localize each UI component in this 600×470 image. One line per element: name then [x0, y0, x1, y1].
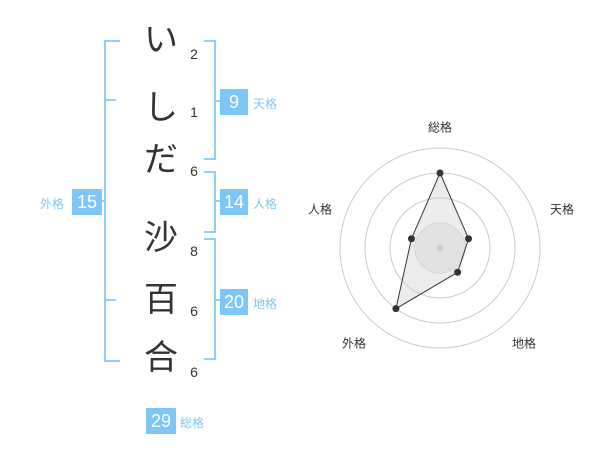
surname-char-3: だ — [144, 140, 178, 180]
given-char-3: 合 — [144, 338, 178, 378]
surname-char-1: い — [144, 20, 178, 60]
given-char-1: 沙 — [144, 218, 178, 258]
gaikaku-bracket-connector — [98, 200, 106, 202]
tenkaku-label: 天格 — [253, 97, 278, 111]
gaikaku-bracket-tick-bottom — [104, 299, 116, 301]
given-char-2: 百 — [144, 280, 178, 320]
radar-point-3 — [454, 268, 462, 276]
chikaku-badge: 20 — [220, 289, 248, 315]
radar-ring-4 — [339, 147, 541, 349]
gaikaku-badge: 15 — [72, 189, 102, 215]
jinkaku-badge: 14 — [220, 189, 248, 215]
radar-center-dot — [436, 244, 444, 252]
chikaku-bracket-connector — [214, 299, 222, 301]
given-stroke-2: 6 — [190, 303, 198, 319]
radar-point-1 — [436, 169, 444, 177]
tenkaku-bracket-connector — [214, 100, 222, 102]
jinkaku-bracket — [204, 171, 216, 233]
gaikaku-bracket — [104, 40, 120, 362]
given-stroke-3: 6 — [190, 364, 198, 380]
tenkaku-badge: 9 — [220, 89, 248, 115]
soukaku-label: 総格 — [180, 416, 205, 430]
radar-series-polygon — [395, 171, 470, 310]
surname-stroke-2: 1 — [190, 104, 198, 120]
surname-char-2: し — [144, 88, 178, 128]
radar-axis-label-4: 外格 — [342, 336, 366, 351]
radar-axis-label-1: 総格 — [428, 120, 452, 135]
gaikaku-label: 外格 — [40, 197, 65, 211]
radar-axis-label-3: 地格 — [512, 336, 536, 351]
radar-point-4 — [392, 305, 400, 313]
radar-axis-label-5: 人格 — [308, 202, 332, 217]
jinkaku-bracket-connector — [214, 200, 222, 202]
given-stroke-1: 8 — [190, 243, 198, 259]
jinkaku-label: 人格 — [253, 197, 278, 211]
radar-axis-label-2: 天格 — [550, 202, 574, 217]
surname-stroke-1: 2 — [190, 46, 198, 62]
radar-ring-2 — [389, 197, 491, 299]
chikaku-label: 地格 — [253, 297, 278, 311]
gaikaku-bracket-tick-top — [104, 99, 116, 101]
radar-point-2 — [465, 235, 473, 243]
surname-stroke-3: 6 — [190, 163, 198, 179]
radar-point-5 — [407, 235, 415, 243]
soukaku-badge: 29 — [146, 408, 176, 434]
